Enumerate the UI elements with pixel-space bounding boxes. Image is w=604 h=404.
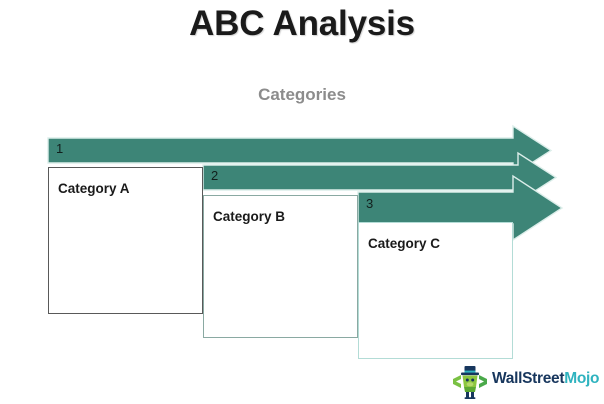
- diagram-subtitle: Categories: [258, 85, 346, 104]
- category-label-c: Category C: [368, 236, 441, 251]
- category-box-a[interactable]: [48, 167, 203, 314]
- step-number-2: 2: [211, 168, 219, 183]
- category-label-b: Category B: [213, 209, 286, 224]
- page-title: ABC Analysis: [189, 4, 415, 43]
- category-label-a: Category A: [58, 181, 130, 196]
- logo-wordmark: WallStreetMojo: [492, 370, 600, 388]
- step-number-1: 1: [56, 141, 64, 156]
- wallstreetmojo-logo: WallStreetMojo: [452, 364, 602, 400]
- logo-text-primary: WallStreet: [492, 370, 565, 387]
- category-box-c[interactable]: [358, 222, 513, 359]
- arrow-band-2: [202, 151, 558, 204]
- step-number-3: 3: [366, 196, 374, 211]
- wallstreetmojo-bull-mascot-icon: [453, 366, 487, 399]
- logo-text-accent: Mojo: [564, 370, 600, 387]
- category-box-b[interactable]: [203, 195, 358, 338]
